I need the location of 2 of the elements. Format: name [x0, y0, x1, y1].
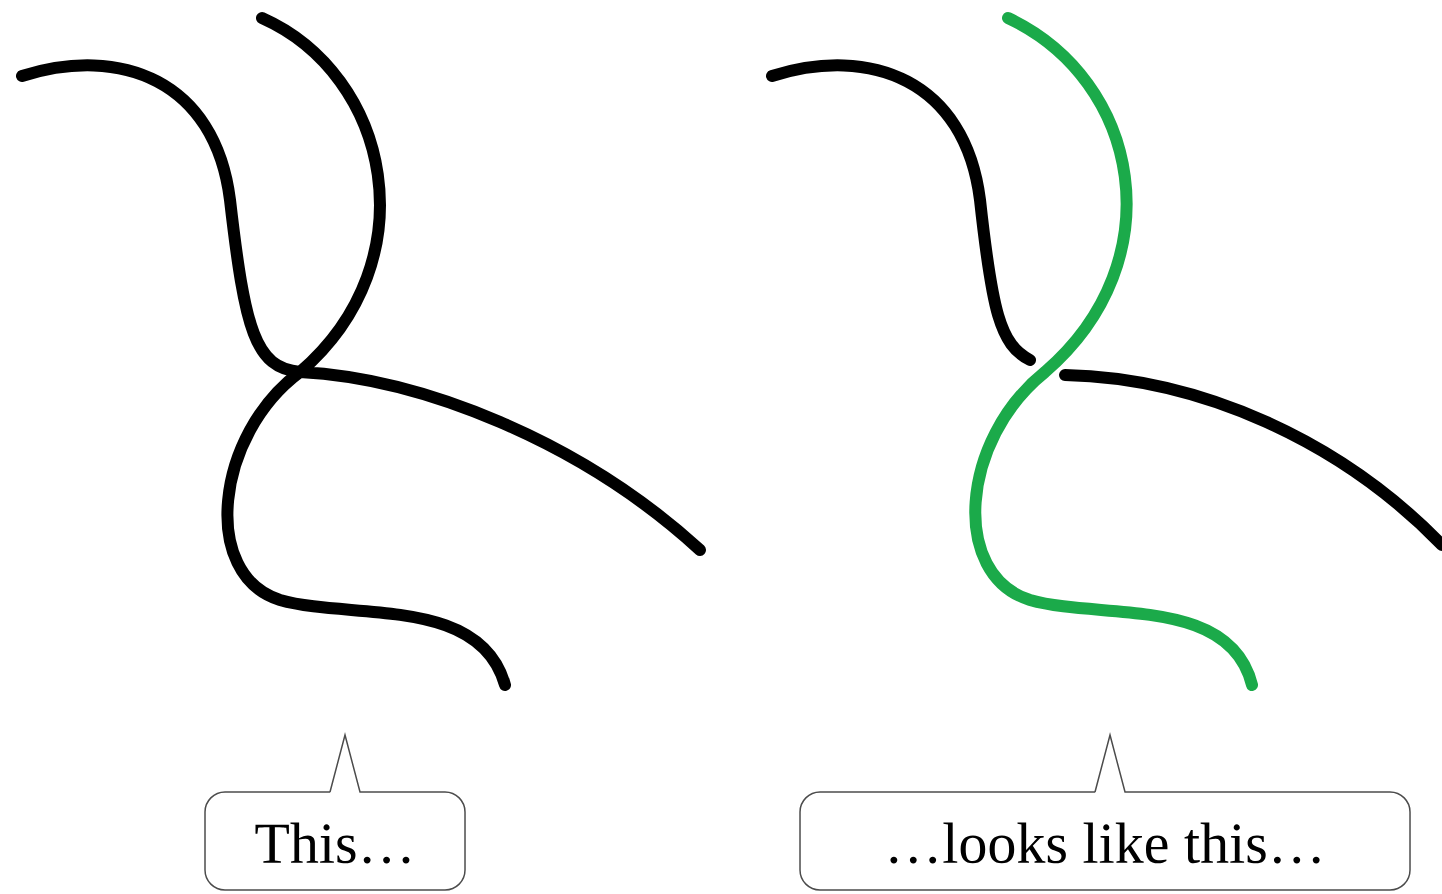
speech-bubble: This…: [204, 734, 466, 891]
speech-bubble: …looks like this…: [799, 734, 1411, 891]
